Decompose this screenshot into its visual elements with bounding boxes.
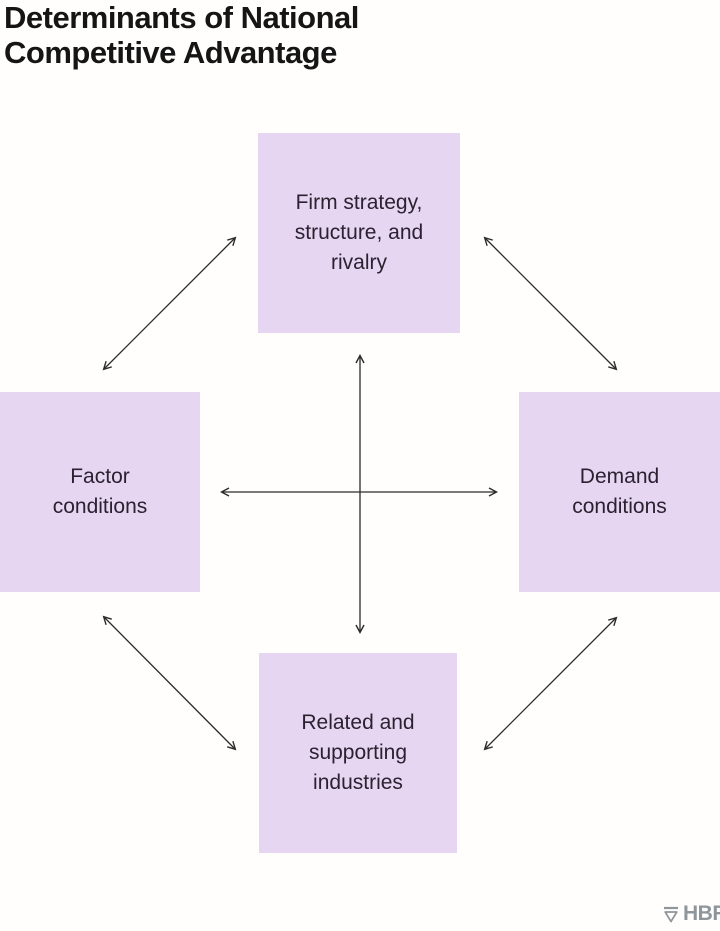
node-label: Factor conditions [52,465,148,518]
arrow-bottom-right [483,616,618,751]
node-label: Related and supporting industries [301,711,415,794]
arrow-top-right [483,236,618,371]
node-related-supporting-industries: Related and supporting industries [259,653,457,853]
hbr-logo: HBR [663,902,720,926]
diagram-title: Determinants of National Competitive Adv… [4,0,359,70]
title-line-1: Determinants of National [4,0,359,35]
node-firm-strategy-structure-rivalry: Firm strategy, structure, and rivalry [258,133,460,333]
node-label: Demand conditions [572,465,667,518]
arrow-top-left [102,236,237,371]
hbr-logo-text: HBR [683,902,720,925]
title-line-2: Competitive Advantage [4,35,337,70]
node-demand-conditions: Demand conditions [519,392,720,592]
hbr-shield-icon [664,906,678,922]
node-label: Firm strategy, structure, and rivalry [294,191,424,274]
node-factor-conditions: Factor conditions [0,392,200,592]
arrow-bottom-left [102,615,237,751]
